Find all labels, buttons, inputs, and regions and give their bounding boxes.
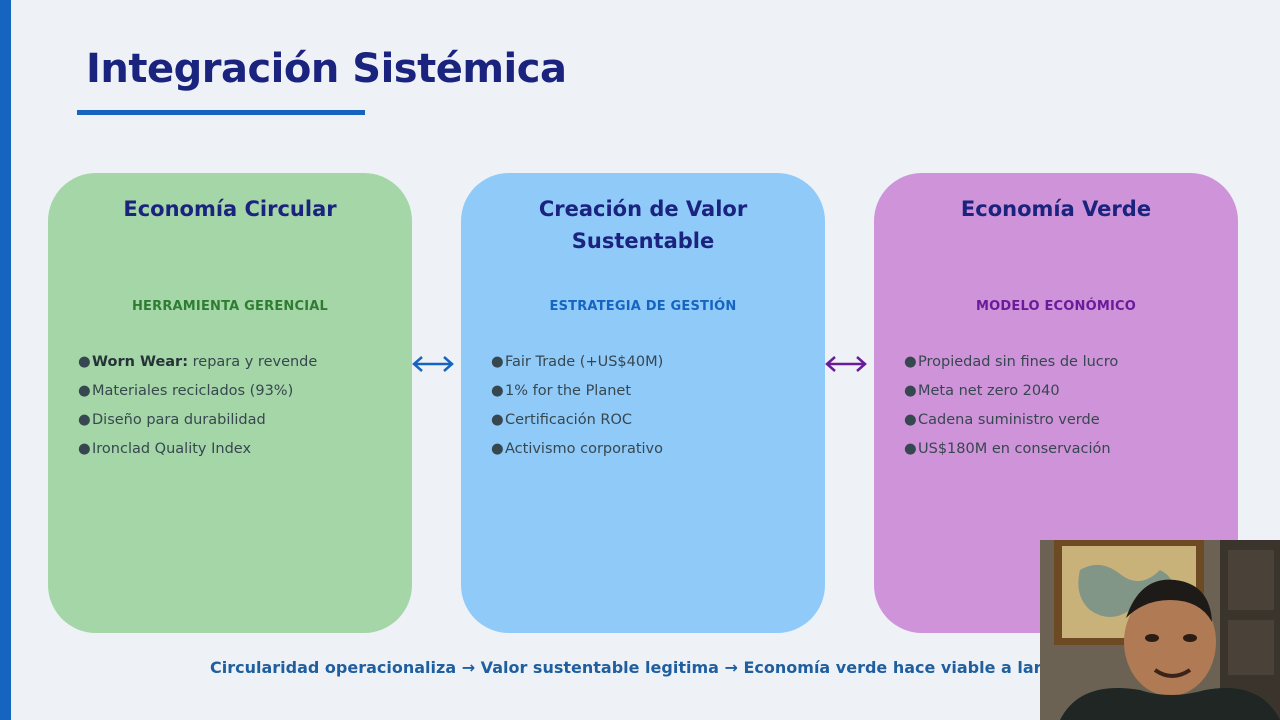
card-title: Economía Circular xyxy=(123,197,337,221)
slide-title: Integración Sistémica xyxy=(86,46,567,92)
list-item: ●Diseño para durabilidad xyxy=(78,406,382,435)
bullet-text: Activismo corporativo xyxy=(505,441,664,457)
bullet-text: Fair Trade (+US$40M) xyxy=(505,354,664,370)
bullet-icon: ● xyxy=(491,383,504,399)
card-subtitle: ESTRATEGIA DE GESTIÓN xyxy=(549,299,737,314)
list-item: ●Activismo corporativo xyxy=(491,435,795,464)
bullet-list: ●Worn Wear: repara y revende ●Materiales… xyxy=(78,348,382,464)
bullet-icon: ● xyxy=(491,412,504,428)
bullet-list: ●Fair Trade (+US$40M) ●1% for the Planet… xyxy=(491,348,795,464)
bullet-icon: ● xyxy=(78,441,91,457)
bullet-text: 1% for the Planet xyxy=(505,383,632,399)
bullet-text: Meta net zero 2040 xyxy=(918,383,1060,399)
bullet-text: Ironclad Quality Index xyxy=(92,441,252,457)
bullet-icon: ● xyxy=(78,354,91,370)
list-item: ●Fair Trade (+US$40M) xyxy=(491,348,795,377)
list-item: ●Materiales reciclados (93%) xyxy=(78,377,382,406)
bullet-icon: ● xyxy=(904,354,917,370)
double-arrow-icon xyxy=(412,356,454,372)
presenter-video-image xyxy=(1040,540,1280,720)
bullet-text: Cadena suministro verde xyxy=(918,412,1100,428)
card-title: Economía Verde xyxy=(960,197,1152,221)
footer-summary: Circularidad operacionaliza → Valor sust… xyxy=(210,658,1040,677)
bullet-icon: ● xyxy=(904,383,917,399)
list-item: ●1% for the Planet xyxy=(491,377,795,406)
double-arrow-icon xyxy=(825,356,867,372)
card-economia-circular: Economía Circular HERRAMIENTA GERENCIAL … xyxy=(48,173,412,633)
presenter-video xyxy=(1040,540,1280,720)
bullet-icon: ● xyxy=(491,354,504,370)
title-underline xyxy=(77,110,365,115)
list-item: ●Worn Wear: repara y revende xyxy=(78,348,382,377)
card-title: Creación de Valor Sustentable xyxy=(538,197,748,253)
bullet-list: ●Propiedad sin fines de lucro ●Meta net … xyxy=(904,348,1208,464)
bullet-text: repara y revende xyxy=(188,354,318,370)
list-item: ●Ironclad Quality Index xyxy=(78,435,382,464)
bullet-icon: ● xyxy=(904,441,917,457)
list-item: ●Propiedad sin fines de lucro xyxy=(904,348,1208,377)
list-item: ●Cadena suministro verde xyxy=(904,406,1208,435)
card-subtitle: MODELO ECONÓMICO xyxy=(975,299,1137,314)
bullet-icon: ● xyxy=(491,441,504,457)
card-subtitle: HERRAMIENTA GERENCIAL xyxy=(131,299,329,314)
bullet-bold: Worn Wear: xyxy=(92,354,189,370)
card-creacion-valor: Creación de Valor Sustentable ESTRATEGIA… xyxy=(461,173,825,633)
bullet-icon: ● xyxy=(78,383,91,399)
bullet-text: Certificación ROC xyxy=(505,412,632,428)
bullet-text: Propiedad sin fines de lucro xyxy=(918,354,1119,370)
bullet-text: US$180M en conservación xyxy=(918,441,1111,457)
bullet-text: Materiales reciclados (93%) xyxy=(92,383,294,399)
left-accent-bar xyxy=(0,0,11,720)
list-item: ●Meta net zero 2040 xyxy=(904,377,1208,406)
bullet-text: Diseño para durabilidad xyxy=(92,412,266,428)
list-item: ●Certificación ROC xyxy=(491,406,795,435)
bullet-icon: ● xyxy=(78,412,91,428)
list-item: ●US$180M en conservación xyxy=(904,435,1208,464)
bullet-icon: ● xyxy=(904,412,917,428)
